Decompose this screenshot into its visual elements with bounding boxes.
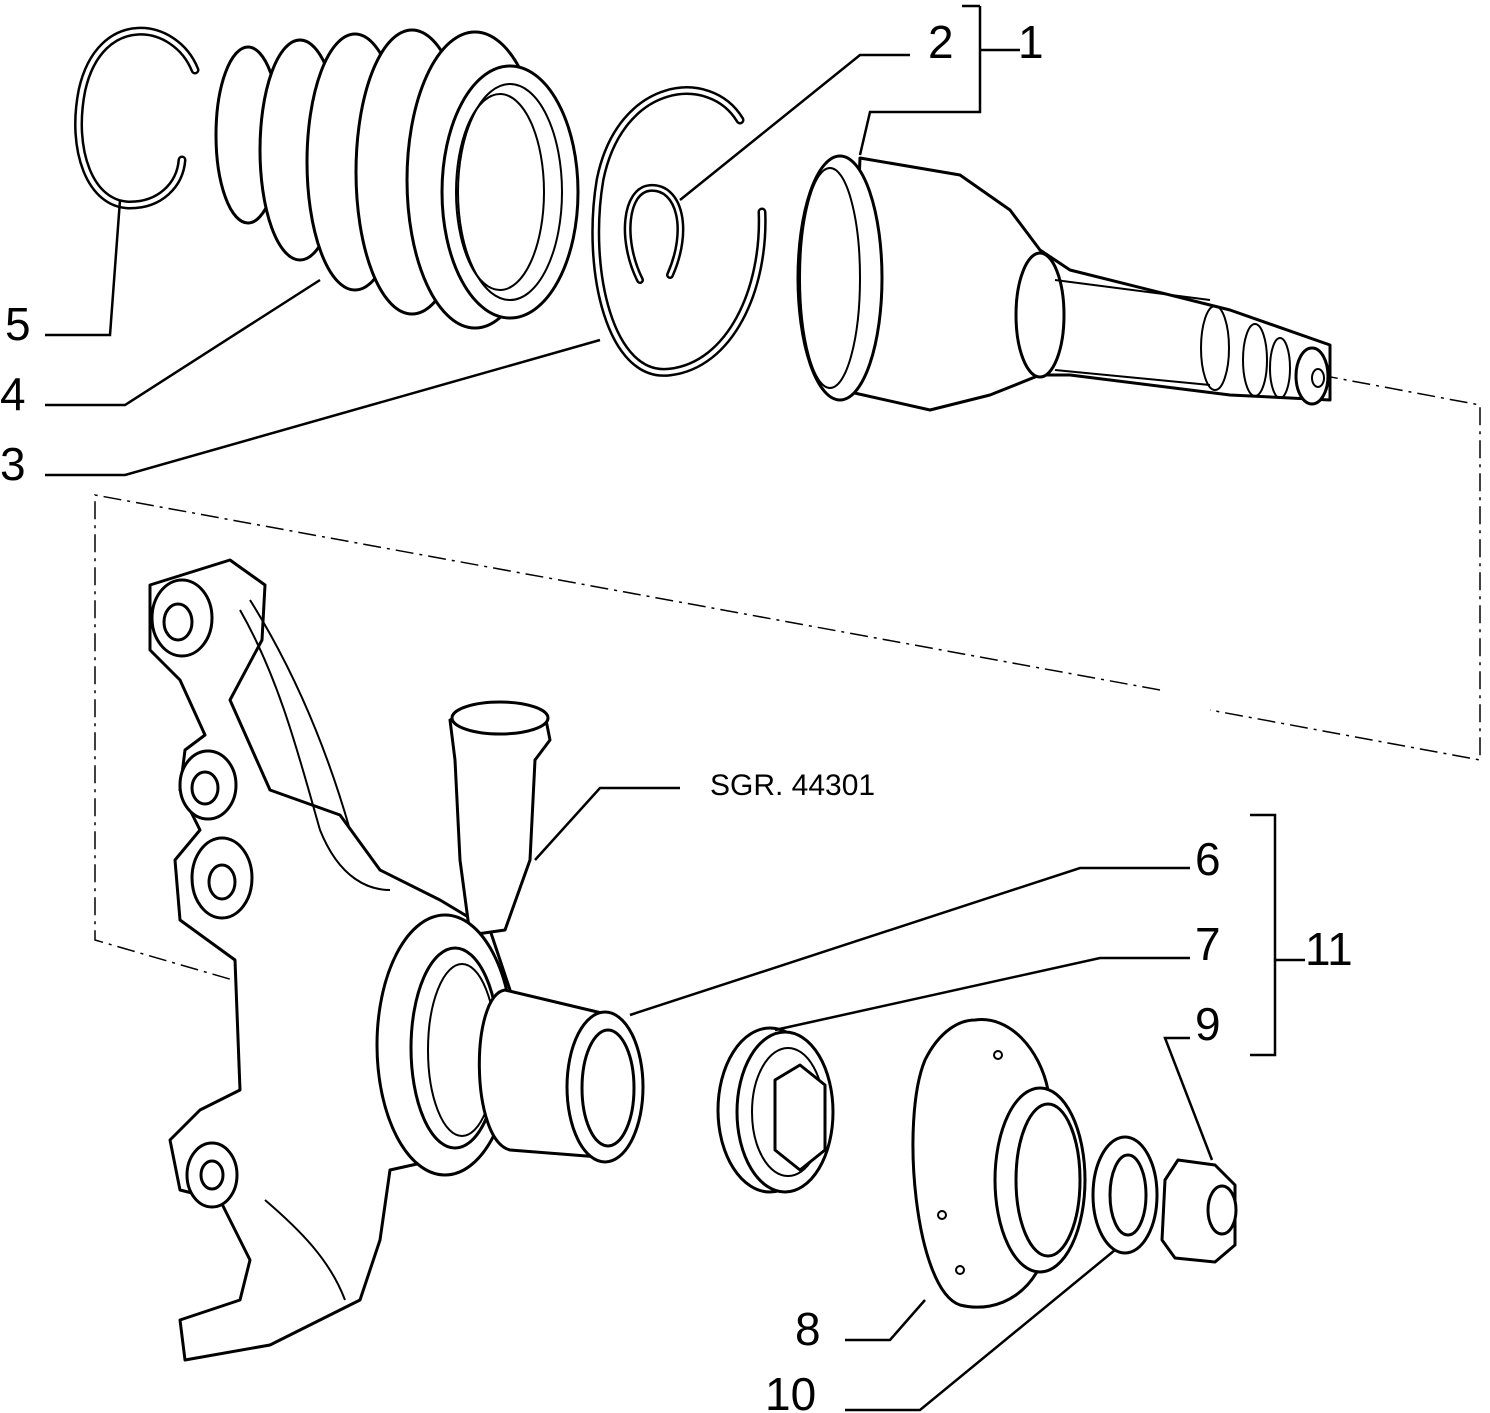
bearing-part-6: [477, 988, 645, 1164]
boot-bellows-part-4: [214, 28, 580, 330]
wheel-hub-part-8: [911, 1018, 1087, 1309]
large-circlip-part-3: [591, 86, 767, 377]
callout-3: 3: [0, 438, 26, 490]
nut-seal-part-7: [716, 1026, 835, 1194]
steering-knuckle: [148, 558, 552, 1362]
washer-part-10: [1091, 1135, 1159, 1255]
callout-9: 9: [1195, 998, 1221, 1050]
reference-label: SGR. 44301: [710, 769, 875, 802]
callout-4: 4: [0, 368, 26, 420]
cv-joint-shaft-part-1: [796, 154, 1332, 412]
callout-6: 6: [1195, 833, 1221, 885]
clamp-ring-part-5: [74, 26, 200, 210]
callout-labels: 1 2 3 4 5 6 7 8 9 10 11 SGR. 44301: [0, 16, 1353, 1413]
nut-part-9: [1160, 1158, 1238, 1264]
callout-1: 1: [1018, 16, 1044, 68]
callout-11: 11: [1305, 923, 1353, 975]
callout-2: 2: [928, 16, 954, 68]
callout-10: 10: [765, 1368, 816, 1413]
snap-ring-part-2: [623, 184, 685, 284]
callout-5: 5: [5, 298, 31, 350]
leader-lines: [45, 4, 1305, 1412]
callout-7: 7: [1195, 918, 1221, 970]
callout-8: 8: [795, 1303, 821, 1355]
